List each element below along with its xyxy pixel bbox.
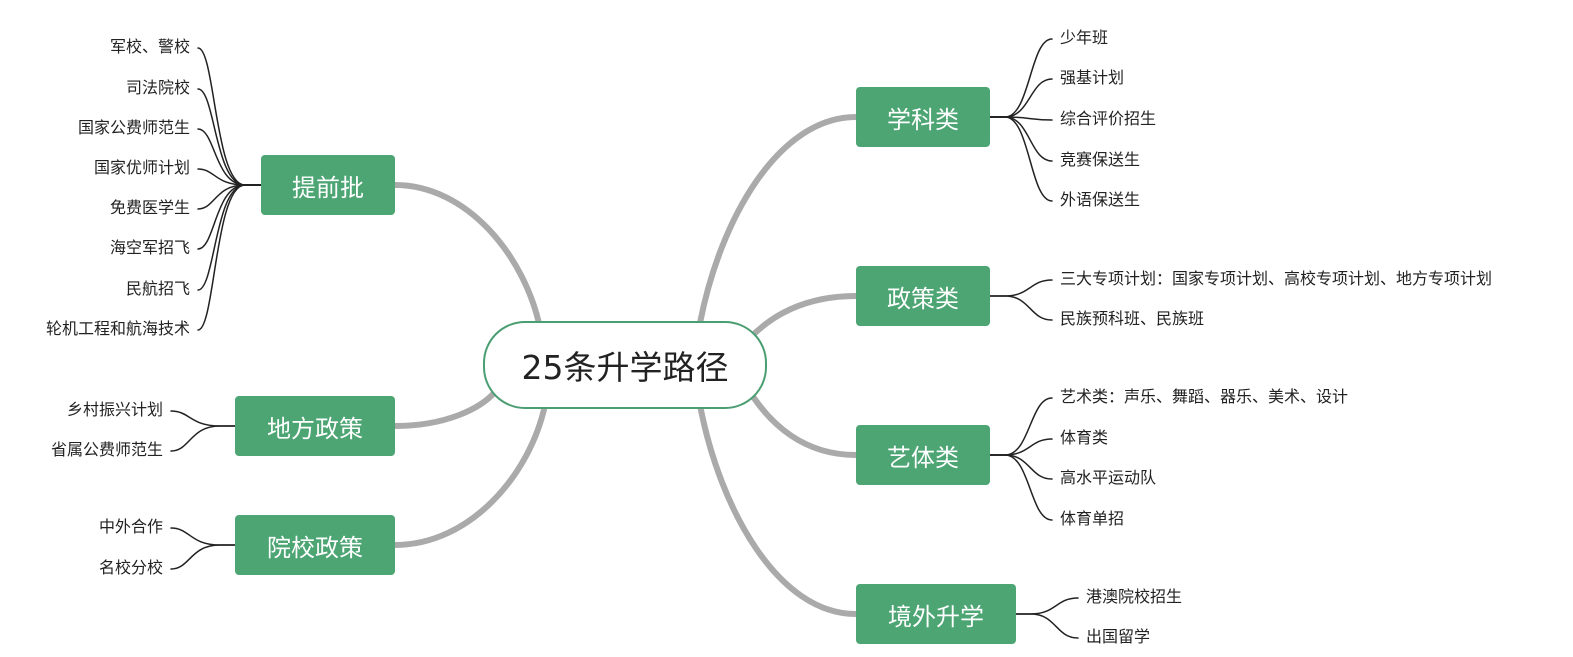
branch-node[interactable]: 政策类 — [856, 266, 990, 326]
leaf-connector — [989, 279, 1053, 297]
main-connector — [392, 389, 498, 429]
leaf-topic[interactable]: 三大专项计划：国家专项计划、高校专项计划、地方专项计划 — [1060, 269, 1493, 288]
leaf-topic[interactable]: 国家公费师范生 — [77, 118, 190, 137]
main-connector — [392, 182, 543, 331]
leaf-topic[interactable]: 体育单招 — [1060, 509, 1125, 528]
main-connector — [747, 389, 859, 458]
leaf-connector — [1015, 597, 1079, 615]
main-connector — [697, 402, 859, 617]
leaf-topic[interactable]: 轮机工程和航海技术 — [45, 319, 190, 338]
branch-node[interactable]: 境外升学 — [856, 584, 1016, 644]
leaf-topic[interactable]: 出国留学 — [1086, 627, 1151, 646]
leaf-topic[interactable]: 少年班 — [1060, 28, 1109, 47]
leaf-topic[interactable]: 海空军招飞 — [109, 238, 190, 257]
leaf-topic[interactable]: 名校分校 — [98, 558, 163, 577]
leaf-topic[interactable]: 免费医学生 — [109, 198, 190, 217]
leaf-connector — [170, 527, 236, 546]
leaf-connector — [197, 168, 262, 186]
leaf-topic[interactable]: 高水平运动队 — [1060, 468, 1157, 487]
main-connector — [747, 293, 859, 341]
leaf-topic[interactable]: 司法院校 — [125, 78, 190, 97]
leaf-connector — [170, 410, 236, 427]
leaf-topic[interactable]: 竞赛保送生 — [1060, 150, 1141, 169]
leaf-connector — [989, 397, 1053, 456]
leaf-topic[interactable]: 军校、警校 — [109, 37, 190, 56]
leaf-connector — [989, 295, 1053, 321]
leaf-connector — [989, 438, 1053, 456]
leaf-topic[interactable]: 中外合作 — [98, 517, 163, 536]
leaf-connector — [1015, 613, 1079, 639]
leaf-connector — [197, 184, 262, 331]
leaf-connector — [989, 38, 1053, 118]
branch-node[interactable]: 院校政策 — [235, 515, 395, 575]
leaf-connector — [197, 184, 262, 250]
branch-node[interactable]: 学科类 — [856, 87, 990, 147]
main-connector — [392, 402, 548, 548]
central-topic[interactable]: 25条升学路径 — [483, 321, 767, 409]
main-connector — [697, 114, 859, 326]
leaf-topic[interactable]: 综合评价招生 — [1060, 109, 1157, 128]
leaf-topic[interactable]: 国家优师计划 — [93, 158, 190, 177]
branch-node[interactable]: 艺体类 — [856, 425, 990, 485]
leaf-connector — [197, 128, 262, 186]
leaf-topic[interactable]: 民航招飞 — [125, 279, 190, 298]
leaf-topic[interactable]: 民族预科班、民族班 — [1060, 309, 1205, 328]
leaf-topic[interactable]: 乡村振兴计划 — [66, 400, 163, 419]
leaf-topic[interactable]: 港澳院校招生 — [1086, 587, 1183, 606]
leaf-connector — [989, 454, 1053, 521]
leaf-connector — [197, 47, 262, 186]
leaf-topic[interactable]: 艺术类：声乐、舞蹈、器乐、美术、设计 — [1060, 387, 1349, 406]
leaf-connector — [989, 116, 1053, 162]
branch-node[interactable]: 提前批 — [261, 155, 395, 215]
leaf-topic[interactable]: 省属公费师范生 — [50, 440, 163, 459]
leaf-topic[interactable]: 外语保送生 — [1060, 190, 1141, 209]
leaf-connector — [170, 544, 236, 570]
leaf-connector — [989, 116, 1053, 202]
leaf-topic[interactable]: 强基计划 — [1060, 68, 1125, 87]
leaf-connector — [170, 425, 236, 452]
branch-node[interactable]: 地方政策 — [235, 396, 395, 456]
leaf-connector — [989, 78, 1053, 118]
leaf-topic[interactable]: 体育类 — [1060, 428, 1109, 447]
